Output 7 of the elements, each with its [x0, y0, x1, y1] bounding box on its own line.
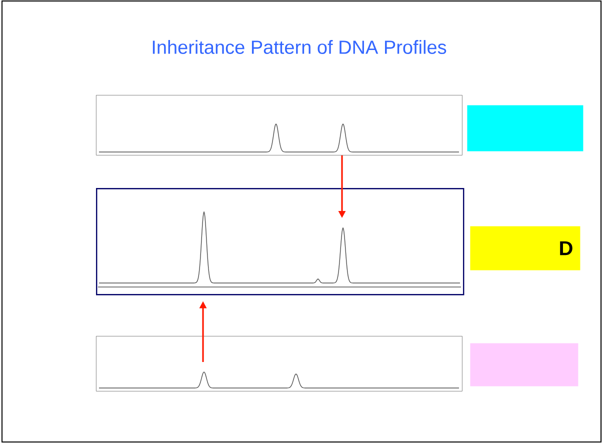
color-box [467, 105, 584, 152]
label-box: D [470, 226, 580, 270]
trace-panel [96, 188, 464, 296]
trace-panel [96, 336, 462, 392]
color-box [470, 343, 578, 386]
title: Inheritance Pattern of DNA Profiles [152, 40, 446, 54]
trace-panel [96, 95, 462, 156]
